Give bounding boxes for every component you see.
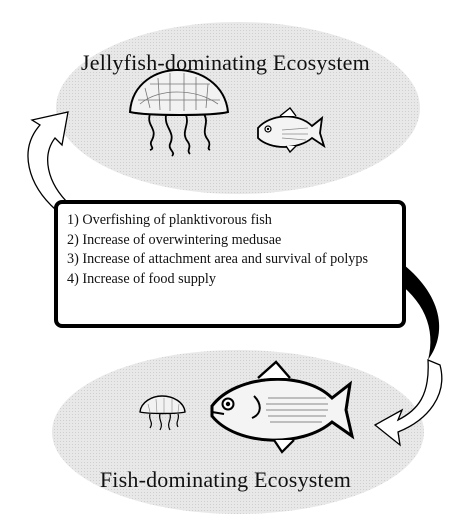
bottom-ecosystem-title: Fish-dominating Ecosystem [0, 467, 451, 493]
factor-3: 3) Increase of attachment area and survi… [67, 250, 393, 270]
factor-4: 4) Increase of food supply [67, 270, 393, 290]
top-ecosystem-ellipse [56, 22, 420, 194]
factors-box: 1) Overfishing of planktivorous fish 2) … [54, 200, 406, 328]
left-curved-arrow [28, 112, 70, 210]
factor-1: 1) Overfishing of planktivorous fish [67, 211, 393, 231]
top-ecosystem-title: Jellyfish-dominating Ecosystem [0, 50, 451, 76]
factor-2: 2) Increase of overwintering medusae [67, 231, 393, 251]
